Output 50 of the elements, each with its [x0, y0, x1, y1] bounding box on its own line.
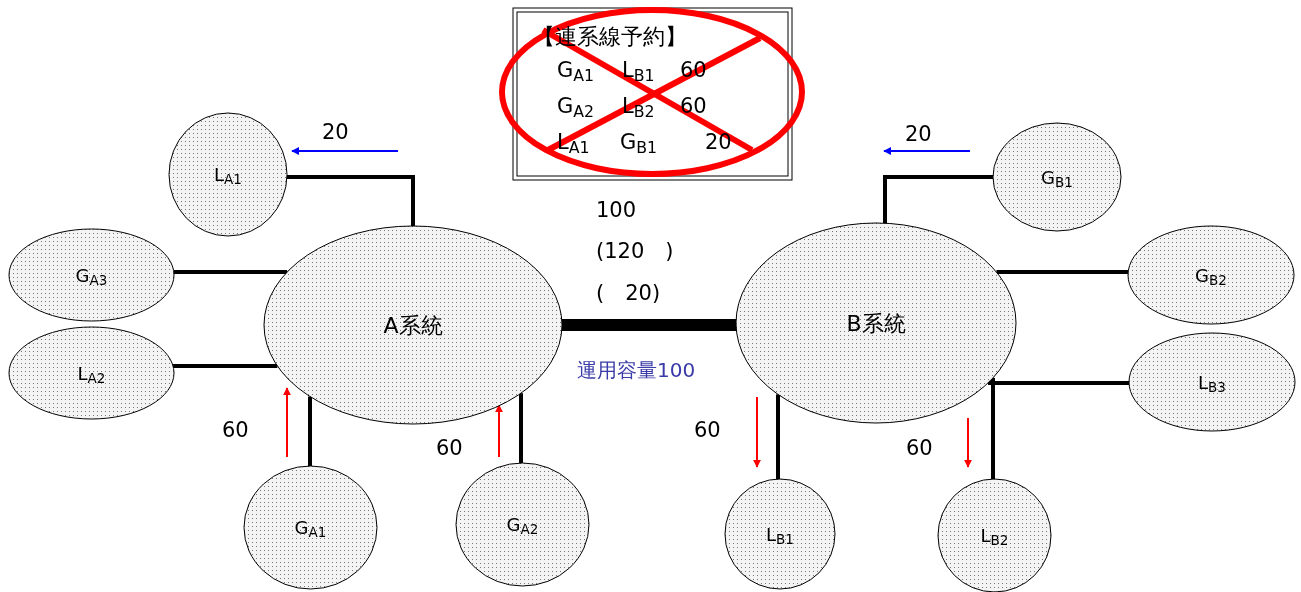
node-label: B系統 — [846, 309, 906, 338]
table-entry: 60 — [680, 96, 707, 117]
stippled-ellipse — [1127, 225, 1295, 325]
node-label: G$_{A2}$ — [506, 513, 539, 538]
capacity-label: 運用容量100 — [577, 360, 696, 380]
node-label: G$_{B1}$ — [1041, 165, 1073, 191]
stippled-ellipse — [243, 465, 378, 590]
node-label: G$_{A1}$ — [294, 516, 327, 541]
node-label: L$_{B1}$ — [766, 522, 794, 548]
flow-value: ( 20) — [596, 283, 661, 304]
stippled-ellipse — [992, 122, 1122, 232]
flow-value: 60 — [436, 438, 463, 459]
connector-line — [173, 364, 278, 368]
stippled-ellipse — [724, 478, 836, 590]
flow-value: 20 — [905, 124, 932, 145]
node-label: G$_{A3}$ — [75, 263, 108, 289]
table-entry: 20 — [705, 132, 732, 153]
table-entry: G$_{A2}$ — [557, 96, 595, 117]
connector-line — [173, 270, 288, 274]
stippled-ellipse — [1128, 332, 1296, 432]
table-entry: L$_{B1}$ — [622, 60, 655, 81]
stippled-ellipse — [8, 326, 175, 420]
flow-value: 100 — [596, 200, 637, 221]
flow-value: 60 — [906, 438, 933, 459]
interconnection-line — [562, 319, 737, 331]
node-label: L$_{A2}$ — [77, 361, 106, 387]
connector-line — [776, 394, 780, 480]
connector-line — [286, 175, 415, 226]
connector-line — [519, 393, 523, 463]
node-label: A系統 — [383, 311, 443, 340]
flow-value: 60 — [694, 420, 721, 441]
stippled-ellipse — [455, 462, 590, 587]
stippled-ellipse — [168, 112, 288, 237]
node-label: L$_{A1}$ — [214, 163, 242, 188]
node-label: L$_{B3}$ — [1198, 370, 1226, 396]
table-entry: G$_{A1}$ — [557, 60, 595, 81]
flow-value: 20 — [322, 122, 349, 143]
node-label: L$_{B2}$ — [980, 524, 1009, 549]
node-label: G$_{B2}$ — [1195, 263, 1227, 289]
flow-value: (120 ) — [596, 241, 674, 262]
stippled-ellipse — [263, 225, 563, 425]
connector-line — [996, 270, 1129, 274]
connector-line — [308, 396, 312, 466]
flow-value: 60 — [222, 420, 249, 441]
connector-line — [988, 381, 1129, 385]
connector-line — [991, 377, 995, 479]
table-entry: G$_{B1}$ — [620, 132, 658, 153]
stippled-ellipse — [8, 228, 175, 322]
stippled-ellipse — [735, 222, 1017, 424]
connector-line — [883, 175, 993, 224]
